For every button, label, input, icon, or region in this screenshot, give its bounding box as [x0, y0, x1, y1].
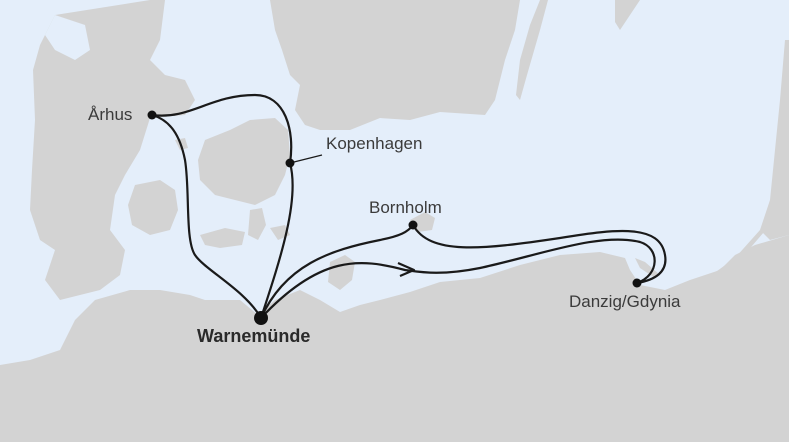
- land-baltic-east: [760, 40, 789, 240]
- route-bornholm-danzig: [411, 223, 667, 285]
- port-label-danzig: Danzig/Gdynia: [569, 292, 681, 311]
- port-label-kopenhagen: Kopenhagen: [326, 134, 423, 153]
- land-hel: [635, 258, 660, 278]
- land-germany-poland: [0, 235, 789, 442]
- land-ruegen: [328, 255, 355, 290]
- kopenhagen-leader-line: [289, 154, 323, 164]
- land-zealand: [198, 118, 290, 205]
- route-warnemuende-aarhus: [150, 113, 263, 320]
- land-curonian-spit: [695, 230, 764, 290]
- port-marker-bornholm[interactable]: [408, 220, 418, 230]
- route-warnemuende-bornholm: [259, 223, 415, 320]
- land-funen: [128, 180, 178, 235]
- land-vendsyssel: [45, 15, 90, 60]
- land-sweden: [270, 0, 520, 130]
- route-kopenhagen-warnemuende: [259, 161, 294, 320]
- port-marker-danzig[interactable]: [632, 278, 642, 288]
- route-aarhus-kopenhagen: [150, 93, 293, 165]
- land-gotland: [615, 0, 640, 30]
- land-jutland: [30, 0, 195, 300]
- route-danzig-warnemuende: [259, 238, 656, 320]
- port-markers: [147, 110, 642, 325]
- port-label-bornholm: Bornholm: [369, 198, 442, 217]
- port-marker-warnemuende[interactable]: [254, 311, 268, 325]
- port-label-aarhus: Århus: [88, 105, 133, 124]
- port-marker-aarhus[interactable]: [147, 110, 157, 120]
- route-direction-arrow-icon: [397, 261, 416, 278]
- port-label-warnemuende: Warnemünde: [197, 326, 311, 346]
- land-falster: [248, 208, 266, 240]
- route-lines: [150, 93, 667, 320]
- land-lolland: [200, 228, 245, 248]
- land-oland: [516, 0, 548, 100]
- port-marker-kopenhagen[interactable]: [285, 158, 295, 168]
